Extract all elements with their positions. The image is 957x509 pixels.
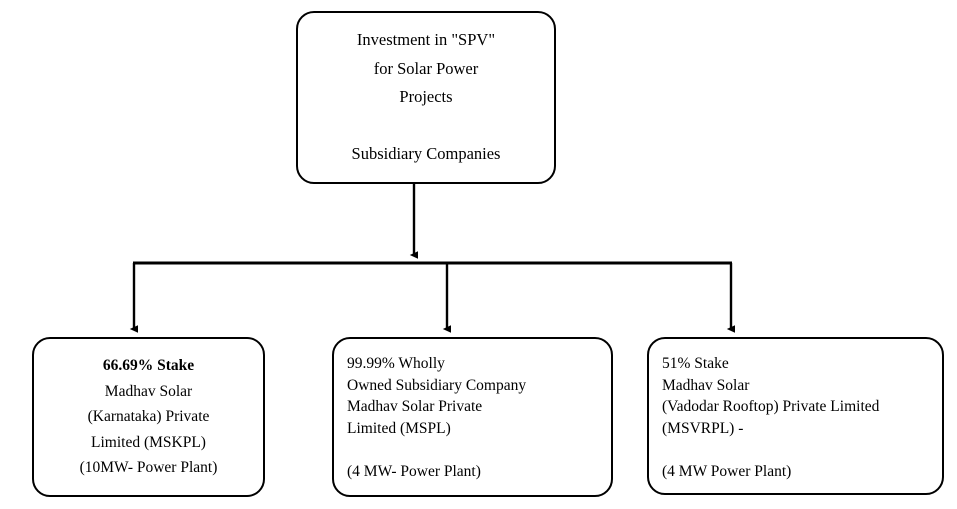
- node-right-body-text: Madhav Solar (Vadodar Rooftop) Private L…: [662, 376, 880, 480]
- node-right-stake-label: 51% Stake: [662, 355, 729, 372]
- node-left-content: 66.69% Stake Madhav Solar (Karnataka) Pr…: [80, 353, 218, 481]
- node-left-body-text: Madhav Solar (Karnataka) Private Limited…: [79, 382, 218, 477]
- node-subsidiary-mskpl: 66.69% Stake Madhav Solar (Karnataka) Pr…: [32, 337, 265, 497]
- node-left-stake-label: 66.69% Stake: [102, 357, 195, 375]
- node-subsidiary-msvrpl: 51% Stake Madhav Solar (Vadodar Rooftop)…: [647, 337, 944, 495]
- node-root-text: Investment in "SPV" for Solar Power Proj…: [351, 30, 501, 164]
- node-middle-body-text: Owned Subsidiary Company Madhav Solar Pr…: [347, 376, 527, 480]
- node-right-content: 51% Stake Madhav Solar (Vadodar Rooftop)…: [662, 353, 879, 482]
- node-subsidiary-mspl: 99.99% Wholly Owned Subsidiary Company M…: [332, 337, 613, 497]
- node-middle-content: 99.99% Wholly Owned Subsidiary Company M…: [347, 353, 526, 482]
- node-root-investment-spv: Investment in "SPV" for Solar Power Proj…: [296, 11, 556, 184]
- node-middle-stake-label: 99.99% Wholly: [347, 355, 445, 372]
